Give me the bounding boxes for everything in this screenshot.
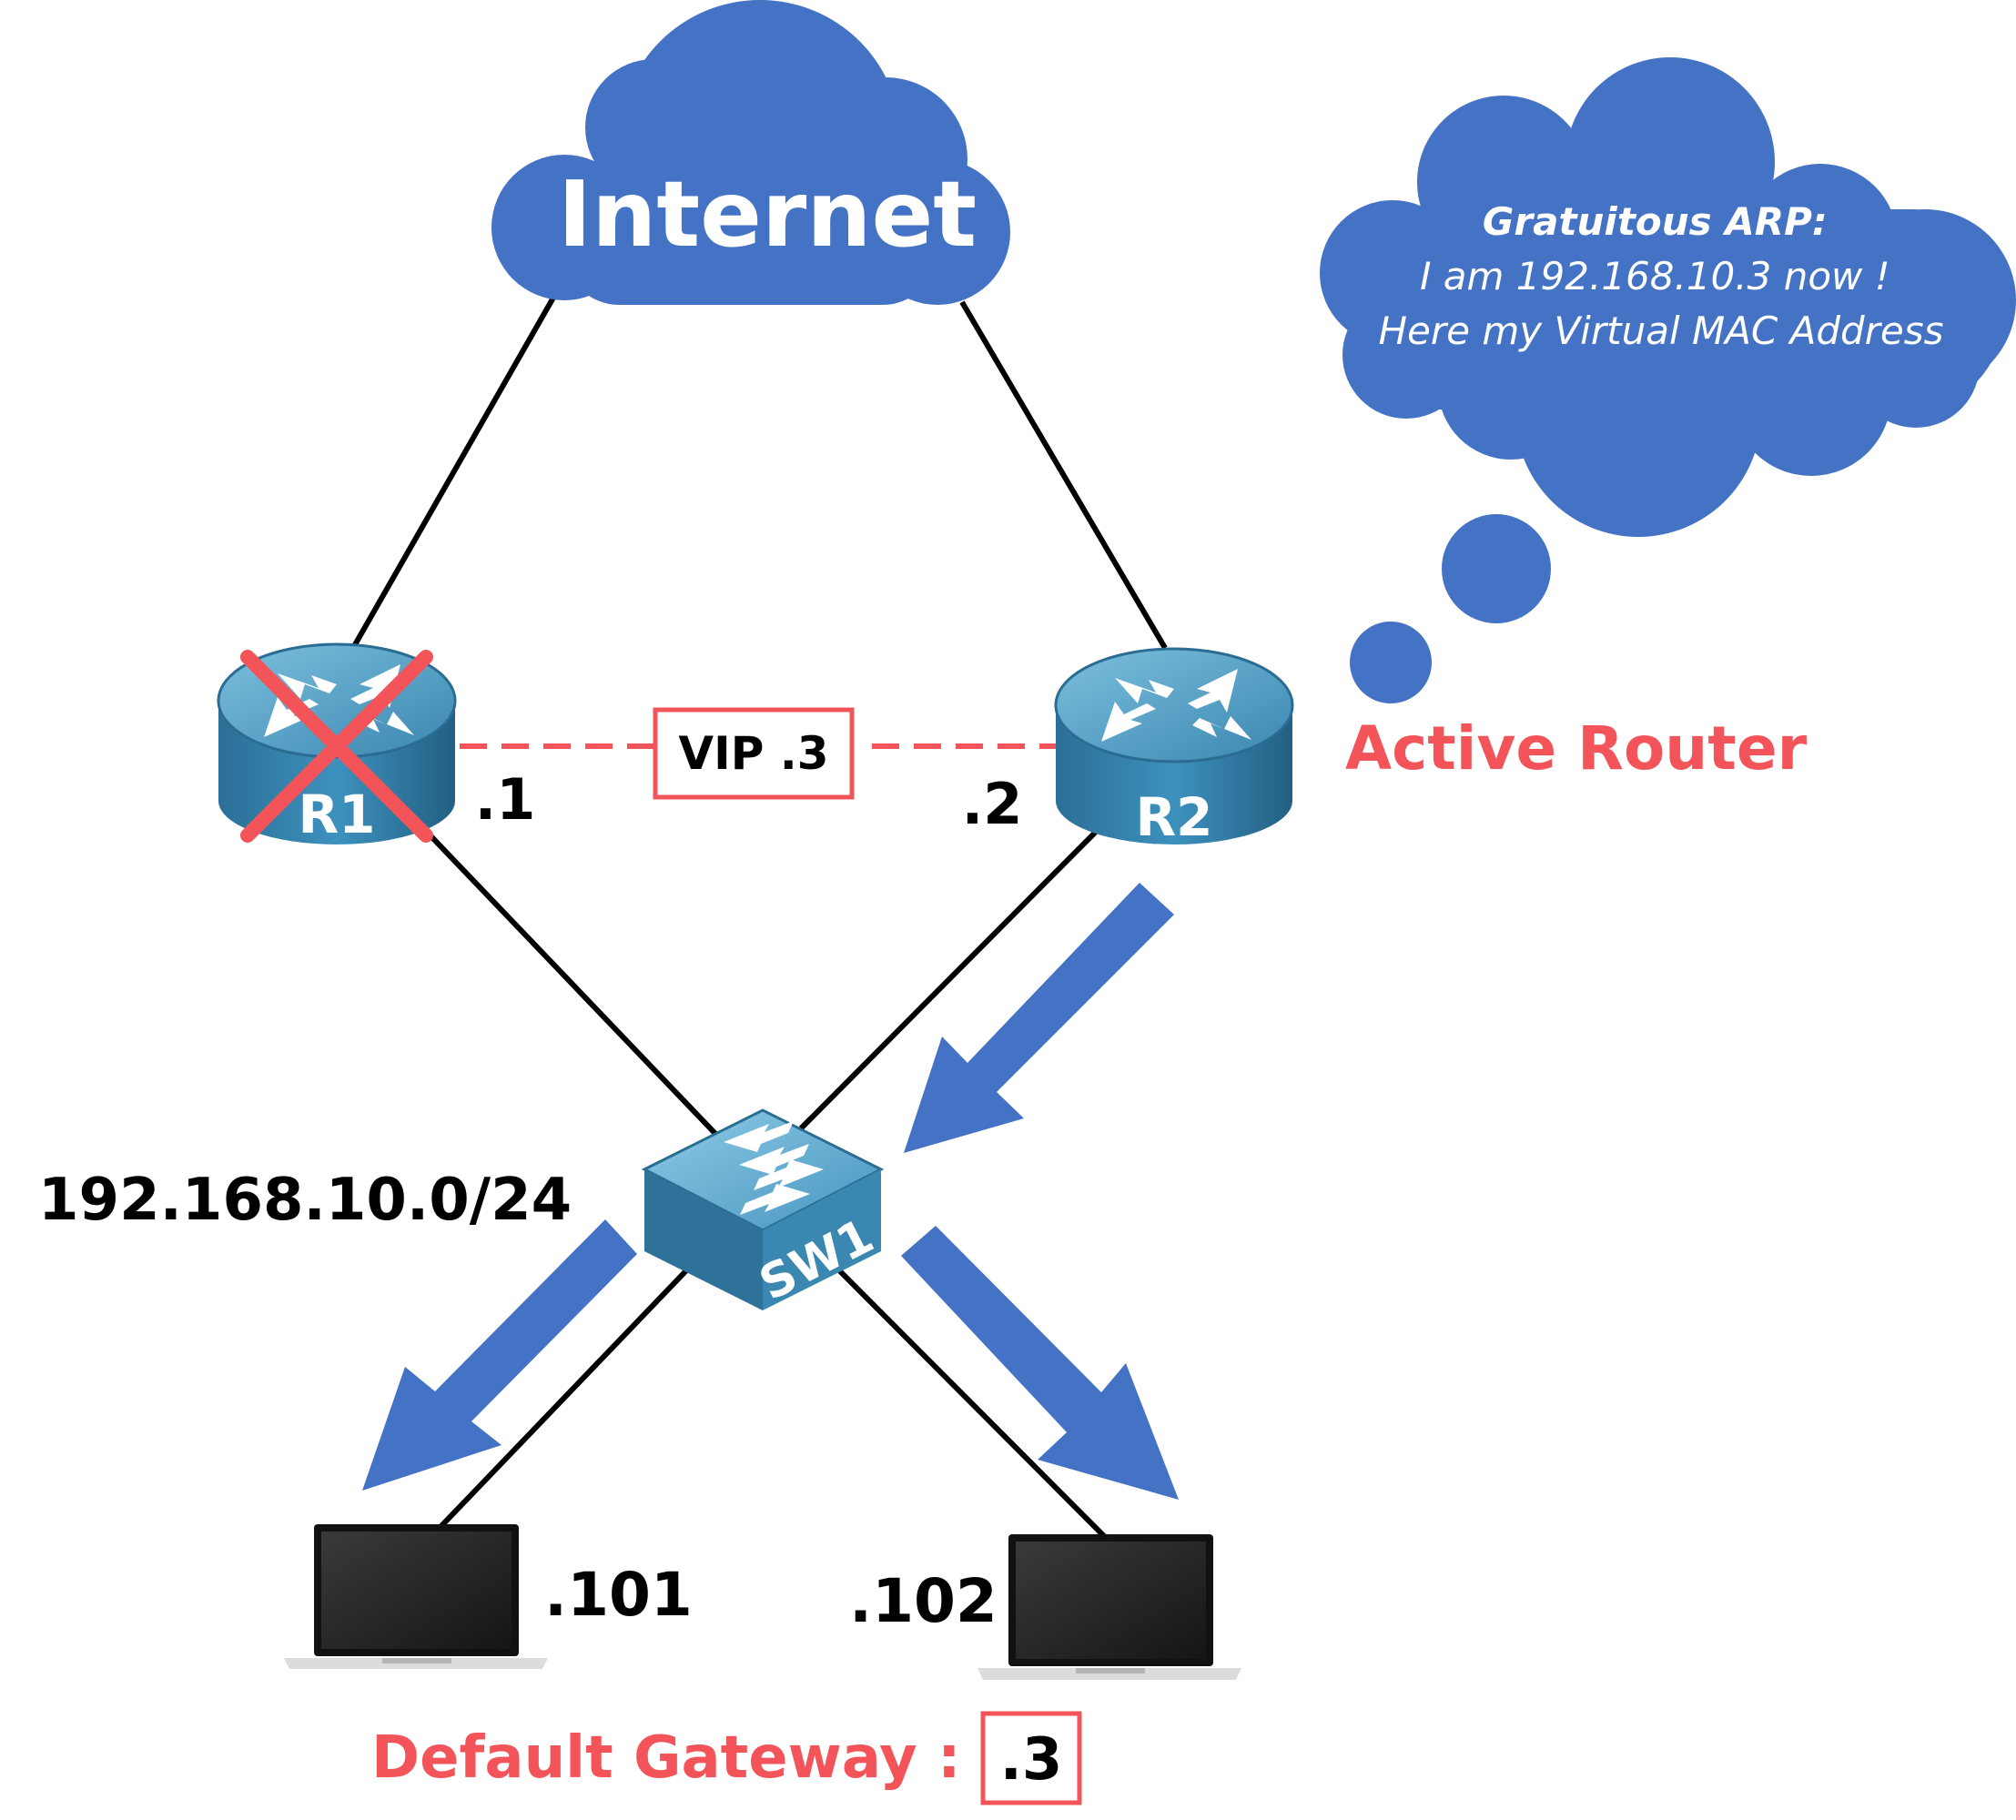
router-arrows-icon [1101, 669, 1251, 742]
link-sw1-host1 [434, 1262, 694, 1533]
host-1-ip: .101 [544, 1560, 693, 1630]
link-sw1-host2 [833, 1264, 1109, 1541]
active-router-label: Active Router [1345, 713, 1808, 784]
arrow-sw1-to-host1 [362, 1219, 637, 1491]
switch-arrows-icon [724, 1121, 824, 1215]
thought-bubble-large [1442, 514, 1551, 623]
arrow-r2-to-sw1 [904, 883, 1174, 1153]
link-r1-sw1 [420, 825, 722, 1140]
frame-arrows [362, 883, 1179, 1500]
thought-bubble-small [1350, 622, 1432, 703]
link-internet-r2 [959, 300, 1168, 650]
arrow-sw1-to-host2 [901, 1226, 1179, 1500]
subnet-label: 192.168.10.0/24 [38, 1167, 572, 1234]
thought-line-2: I am 192.168.10.3 now ! [1420, 254, 1890, 298]
internet-cloud [491, 0, 1010, 305]
host-2-laptop [978, 1534, 1241, 1680]
router-r2-ip: .2 [962, 771, 1023, 837]
link-internet-r1 [350, 289, 560, 650]
link-r2-sw1 [798, 825, 1102, 1131]
router-r2-name: R2 [1135, 786, 1212, 848]
router-r2: R2 [1054, 647, 1294, 848]
network-links [350, 289, 1168, 1541]
host-2-ip: .102 [849, 1566, 998, 1636]
default-gateway-label: Default Gateway : [371, 1724, 961, 1792]
thought-line-3: Here my Virtual MAC Address [1378, 308, 1943, 353]
default-gateway-box [980, 1711, 1082, 1805]
router-r1-ip: .1 [475, 766, 536, 833]
vip-label: VIP .3 [678, 727, 828, 780]
router-r1-failed-x-icon [240, 650, 433, 843]
thought-line-1: Gratuitous ARP: [1483, 199, 1828, 244]
host-1-laptop [284, 1524, 548, 1669]
internet-label: Internet [558, 161, 977, 268]
thought-cloud [1320, 57, 2016, 703]
default-gateway-value: .3 [1000, 1726, 1063, 1794]
switch-sw1: SW1 [641, 1108, 885, 1311]
vip-box [653, 707, 855, 800]
svg-text:Gratuitous ARP: I am 192.1: Gratuitous ARP: I am 192.168.10.3 now ! … [1378, 199, 1943, 353]
router-r1-name: R1 [298, 784, 375, 845]
